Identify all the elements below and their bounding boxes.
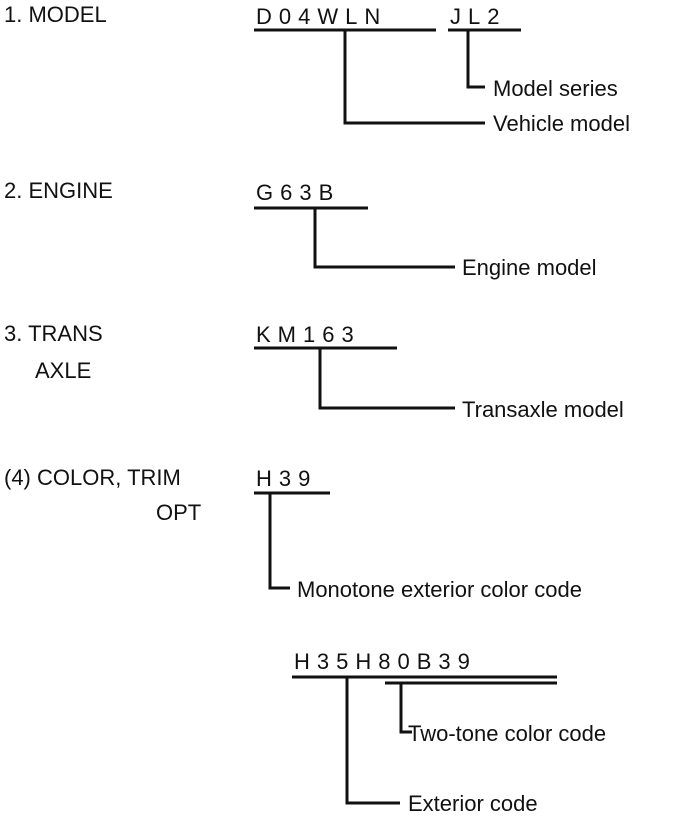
- engine-model-callout: Engine model: [462, 255, 597, 280]
- two-tone-color-callout: Two-tone color code: [408, 721, 607, 746]
- color-section-label-line2: OPT: [156, 500, 202, 525]
- engine-section-label: 2. ENGINE: [4, 178, 113, 203]
- model-code-vehicle: D04WLN: [256, 4, 388, 29]
- trans-section-label-line1: 3. TRANS: [4, 321, 103, 346]
- transaxle-model-callout: Transaxle model: [462, 397, 624, 422]
- monotone-exterior-color-callout: Monotone exterior color code: [297, 577, 582, 602]
- transaxle-model-leader: [318, 348, 455, 410]
- monotone-leader: [268, 493, 290, 590]
- model-code-series: JL2: [450, 4, 507, 29]
- model-section-label: 1. MODEL: [4, 2, 107, 27]
- engine-model-leader: [313, 208, 455, 269]
- color-section-label-line1: (4) COLOR, TRIM: [4, 465, 181, 490]
- model-series-callout: Model series: [493, 76, 618, 101]
- two-tone-leader: [399, 683, 412, 734]
- transaxle-code: KM163: [256, 322, 361, 347]
- two-tone-color-code-string: H35H80B39: [294, 649, 477, 674]
- exterior-code-leader: [345, 677, 400, 805]
- vehicle-model-callout: Vehicle model: [493, 111, 630, 136]
- engine-code: G63B: [256, 180, 341, 205]
- color-code: H39: [256, 466, 318, 491]
- model-series-leader: [466, 30, 485, 89]
- trans-section-label-line2: AXLE: [35, 358, 92, 383]
- vehicle-model-leader: [343, 30, 485, 125]
- exterior-code-callout: Exterior code: [408, 791, 538, 816]
